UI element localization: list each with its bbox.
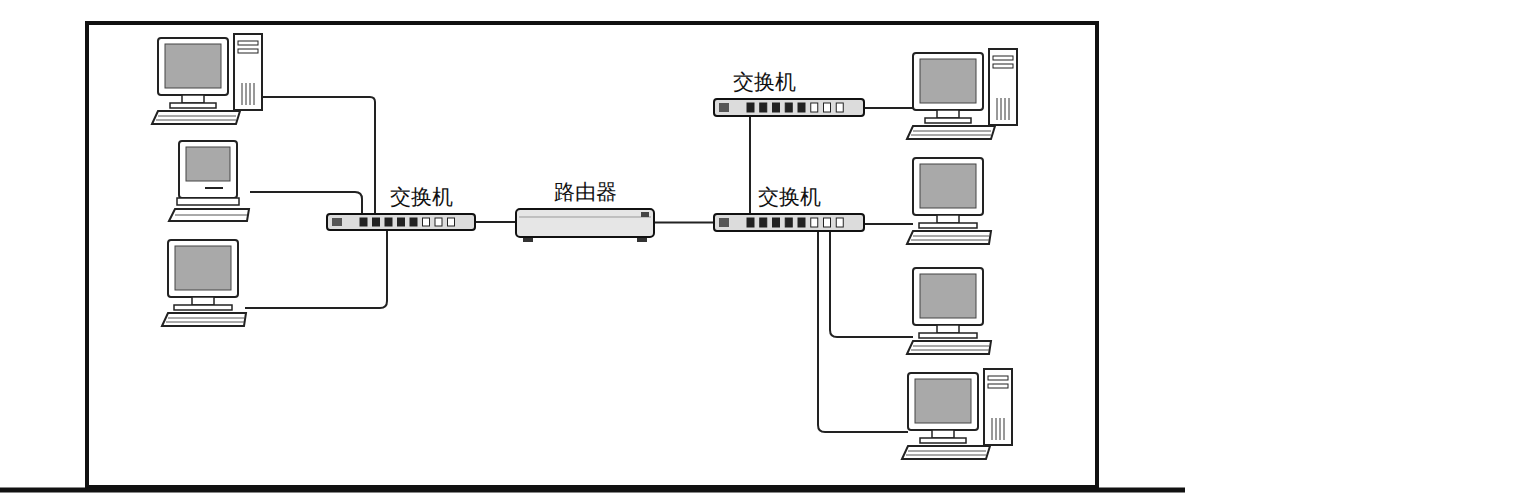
switch-port	[785, 218, 792, 227]
switch-port	[824, 103, 831, 112]
cable	[830, 232, 913, 337]
switch-port	[811, 218, 818, 227]
device-label: 路由器	[515, 179, 655, 205]
switch-port	[836, 218, 843, 227]
switch-port	[798, 103, 805, 112]
switch-port	[423, 218, 430, 226]
switch-device: 交换机	[713, 98, 865, 117]
cable	[865, 107, 913, 109]
computer	[152, 34, 262, 124]
router-light	[641, 212, 649, 217]
computer	[907, 158, 991, 244]
device-icon	[326, 213, 476, 231]
router-device: 路由器	[515, 208, 655, 242]
device-label: 交换机	[688, 69, 840, 95]
switch-body	[714, 214, 864, 231]
cable	[865, 223, 913, 225]
switch-port	[760, 103, 767, 112]
switch-port	[747, 218, 754, 227]
switch-port	[836, 103, 843, 112]
switch-port	[435, 218, 442, 226]
switch-port	[398, 218, 405, 226]
building-outline	[87, 23, 1097, 487]
device-icon	[713, 213, 865, 232]
switch-port	[811, 103, 818, 112]
switch-body	[327, 214, 475, 230]
device-icon	[515, 208, 655, 242]
device-label: 交换机	[713, 184, 865, 210]
switch-panel	[719, 103, 729, 112]
computer	[902, 369, 1012, 459]
device-label: 交换机	[346, 184, 496, 210]
switch-port	[385, 218, 392, 226]
cable	[245, 231, 387, 308]
switch-port	[360, 218, 367, 226]
computer	[169, 141, 249, 221]
switch-port	[373, 218, 380, 226]
cable	[818, 232, 908, 432]
computer	[907, 49, 1017, 139]
switch-port	[747, 103, 754, 112]
switch-port	[798, 218, 805, 227]
computer	[162, 240, 246, 326]
switch-port	[785, 103, 792, 112]
network-cable	[476, 221, 515, 223]
switch-device: 交换机	[713, 213, 865, 232]
switch-panel	[332, 218, 342, 226]
network-cable	[655, 222, 713, 224]
switch-port	[773, 103, 780, 112]
switch-device: 交换机	[326, 213, 476, 231]
cable	[250, 192, 362, 213]
computer	[907, 268, 991, 354]
switch-port	[448, 218, 455, 226]
network-cable	[749, 117, 751, 213]
ground-line	[0, 488, 1185, 493]
switch-port	[773, 218, 780, 227]
switch-port	[824, 218, 831, 227]
router-body	[516, 209, 654, 237]
switch-body	[714, 99, 864, 116]
cable	[262, 97, 375, 213]
switch-port	[760, 218, 767, 227]
switch-port	[410, 218, 417, 226]
router-edge	[519, 217, 651, 218]
device-icon	[713, 98, 865, 117]
switch-panel	[719, 218, 729, 227]
cables	[245, 97, 913, 432]
